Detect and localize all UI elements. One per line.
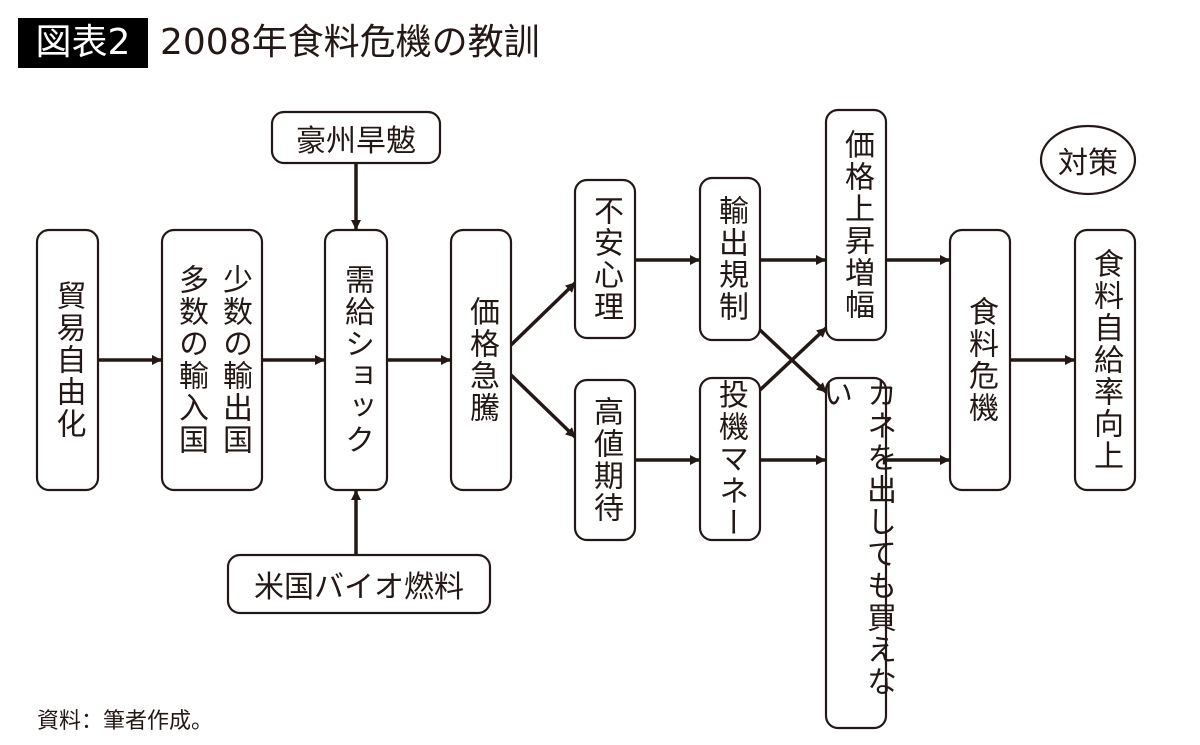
box-us-biofuel	[226, 553, 492, 615]
node-export-restriction: 輸出規制	[700, 178, 760, 340]
node-label: 価格上昇増幅	[839, 129, 874, 321]
node-food-crisis: 食料危機	[950, 230, 1010, 490]
arrow-speculation-to-amplification	[758, 326, 828, 392]
node-label: 需給ショック	[339, 264, 374, 456]
node-exporters-importers: 少数の輸出国 多数の輸入国	[162, 230, 262, 490]
node-australia-drought: 豪州旱魃	[272, 112, 440, 163]
box-price-rise-amplification	[824, 108, 888, 342]
countermeasure-ellipse	[1039, 124, 1137, 196]
arrow-surge-to-expectation	[509, 373, 577, 439]
node-label: カネを出しても買えない	[817, 378, 896, 698]
node-high-price-expectation: 高値期待	[575, 380, 635, 540]
node-label: 食料危機	[963, 296, 998, 424]
node-self-sufficiency: 食料自給率向上	[1075, 230, 1135, 490]
node-label: 豪州旱魃	[296, 123, 416, 159]
node-label: 不安心理	[588, 195, 623, 323]
arrow-surge-to-anxiety	[509, 281, 577, 347]
node-label: 輸出規制	[713, 195, 748, 323]
source-note: 資料：筆者作成。	[37, 709, 214, 734]
figure-number-badge: 図表2	[18, 18, 148, 68]
node-supply-demand-shock: 需給ショック	[325, 230, 387, 490]
node-cannot-buy: カネを出しても買えない	[817, 378, 896, 728]
node-label-group: 少数の輸出国 多数の輸入国	[168, 264, 256, 456]
node-us-biofuel: 米国バイオ燃料	[228, 555, 490, 613]
box-self-sufficiency	[1073, 228, 1137, 492]
node-label: 価格急騰	[464, 296, 499, 424]
node-label: 貿易自由化	[50, 280, 86, 440]
node-label: 高値期待	[588, 396, 623, 524]
node-label: 投機マネー	[713, 379, 748, 539]
node-label-few-exporters: 少数の輸出国	[217, 264, 252, 456]
node-price-rise-amplification: 価格上昇増幅	[826, 110, 886, 340]
node-price-surge: 価格急騰	[451, 230, 511, 490]
node-label: 食料自給率向上	[1088, 248, 1123, 472]
box-price-surge	[449, 228, 513, 492]
node-label: 米国バイオ燃料	[254, 570, 464, 605]
node-label: 対策	[1058, 146, 1118, 181]
diagram-title: 2008年食料危機の教訓	[160, 22, 540, 63]
node-trade-liberalization: 貿易自由化	[37, 230, 98, 490]
node-speculative-money: 投機マネー	[700, 378, 760, 540]
box-cannot-buy	[824, 376, 888, 730]
node-label-many-importers: 多数の輸入国	[173, 264, 208, 456]
node-countermeasure: 対策	[1041, 126, 1135, 194]
node-anxiety: 不安心理	[575, 180, 635, 338]
